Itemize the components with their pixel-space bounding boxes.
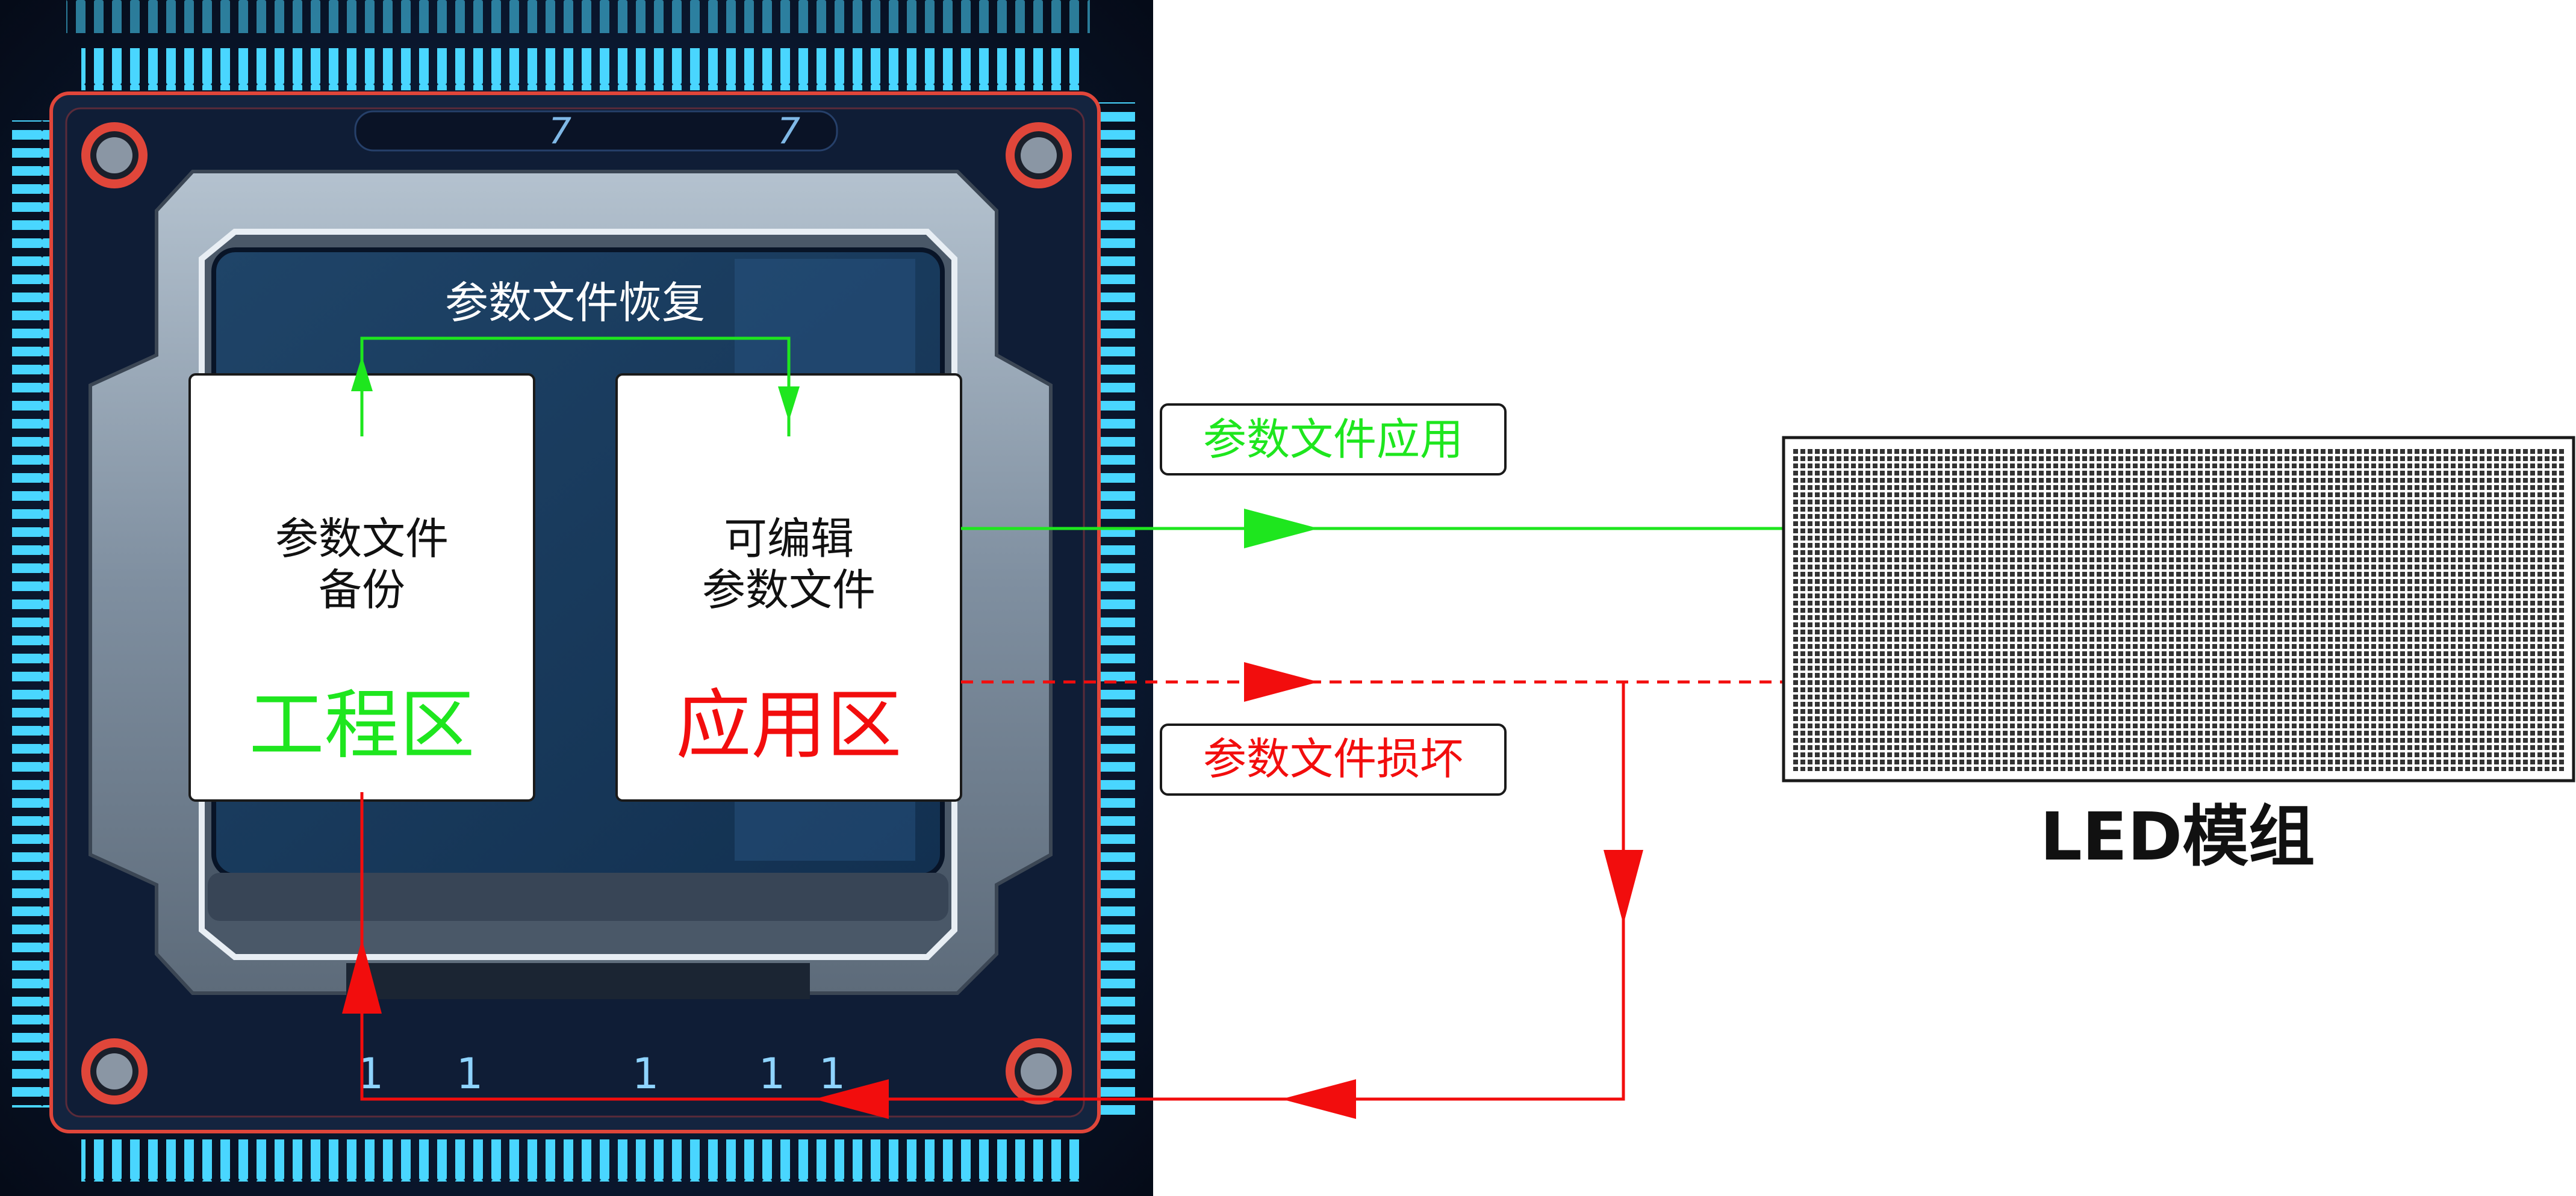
pin-marking: 1: [632, 1049, 659, 1098]
damaged-label-box: 参数文件损坏: [1160, 723, 1507, 796]
top-pin-stubs: [66, 0, 1090, 33]
engineering-zone-box: 参数文件 备份 工程区: [188, 373, 535, 802]
pin-marking: 1: [819, 1049, 846, 1098]
application-zone-box: 可编辑 参数文件 应用区: [615, 373, 962, 802]
chip-marking-plate: [354, 110, 838, 152]
chip-illustration: 7 7 1 1 1 1 1: [0, 0, 1153, 1196]
led-module-label: LED模组: [2040, 798, 2315, 875]
led-module: LED模组: [1782, 436, 2575, 875]
editable-label-line2: 参数文件: [702, 565, 876, 615]
pin-marking: 1: [456, 1049, 484, 1098]
editable-label-line1: 可编辑: [724, 513, 854, 564]
backup-label-line2: 备份: [319, 565, 405, 615]
corner-screw: [81, 122, 148, 188]
damaged-arrow: [342, 662, 1784, 1119]
restore-arrowhead-up: [351, 356, 373, 391]
chip-bottom-connector: [346, 963, 810, 999]
damaged-arrowhead-left: [814, 1079, 889, 1119]
apply-label: 参数文件应用: [1203, 414, 1463, 465]
chip-marking: 7: [777, 110, 800, 152]
damaged-arrowhead-left: [1281, 1079, 1356, 1119]
backup-label-line1: 参数文件: [275, 513, 449, 564]
left-pin-column: [12, 120, 54, 1108]
pin-marking: 1: [759, 1049, 786, 1098]
apply-arrow: [961, 509, 1784, 548]
restore-arrowhead-down: [778, 386, 800, 421]
damaged-label: 参数文件损坏: [1203, 734, 1463, 784]
restore-label: 参数文件恢复: [445, 277, 705, 328]
application-zone-title: 应用区: [676, 682, 902, 769]
chip-marking: 7: [549, 110, 571, 152]
bottom-pin-row: [81, 1139, 1081, 1182]
top-pin-row: [81, 48, 1081, 90]
apply-arrowhead: [1244, 509, 1319, 548]
corner-screw: [1006, 1038, 1072, 1105]
restore-arrow: 参数文件恢复: [351, 277, 800, 436]
damaged-arrowhead-right: [1244, 662, 1319, 702]
corner-screw: [81, 1038, 148, 1105]
corner-screw: [1006, 122, 1072, 188]
damaged-arrowhead-up: [342, 939, 382, 1014]
led-pixel-grid: [1793, 447, 2564, 771]
damaged-arrowhead-down: [1604, 850, 1643, 925]
chip-die-lower-plate: [208, 873, 948, 921]
engineering-zone-title: 工程区: [249, 682, 475, 769]
apply-label-box: 参数文件应用: [1160, 403, 1507, 476]
